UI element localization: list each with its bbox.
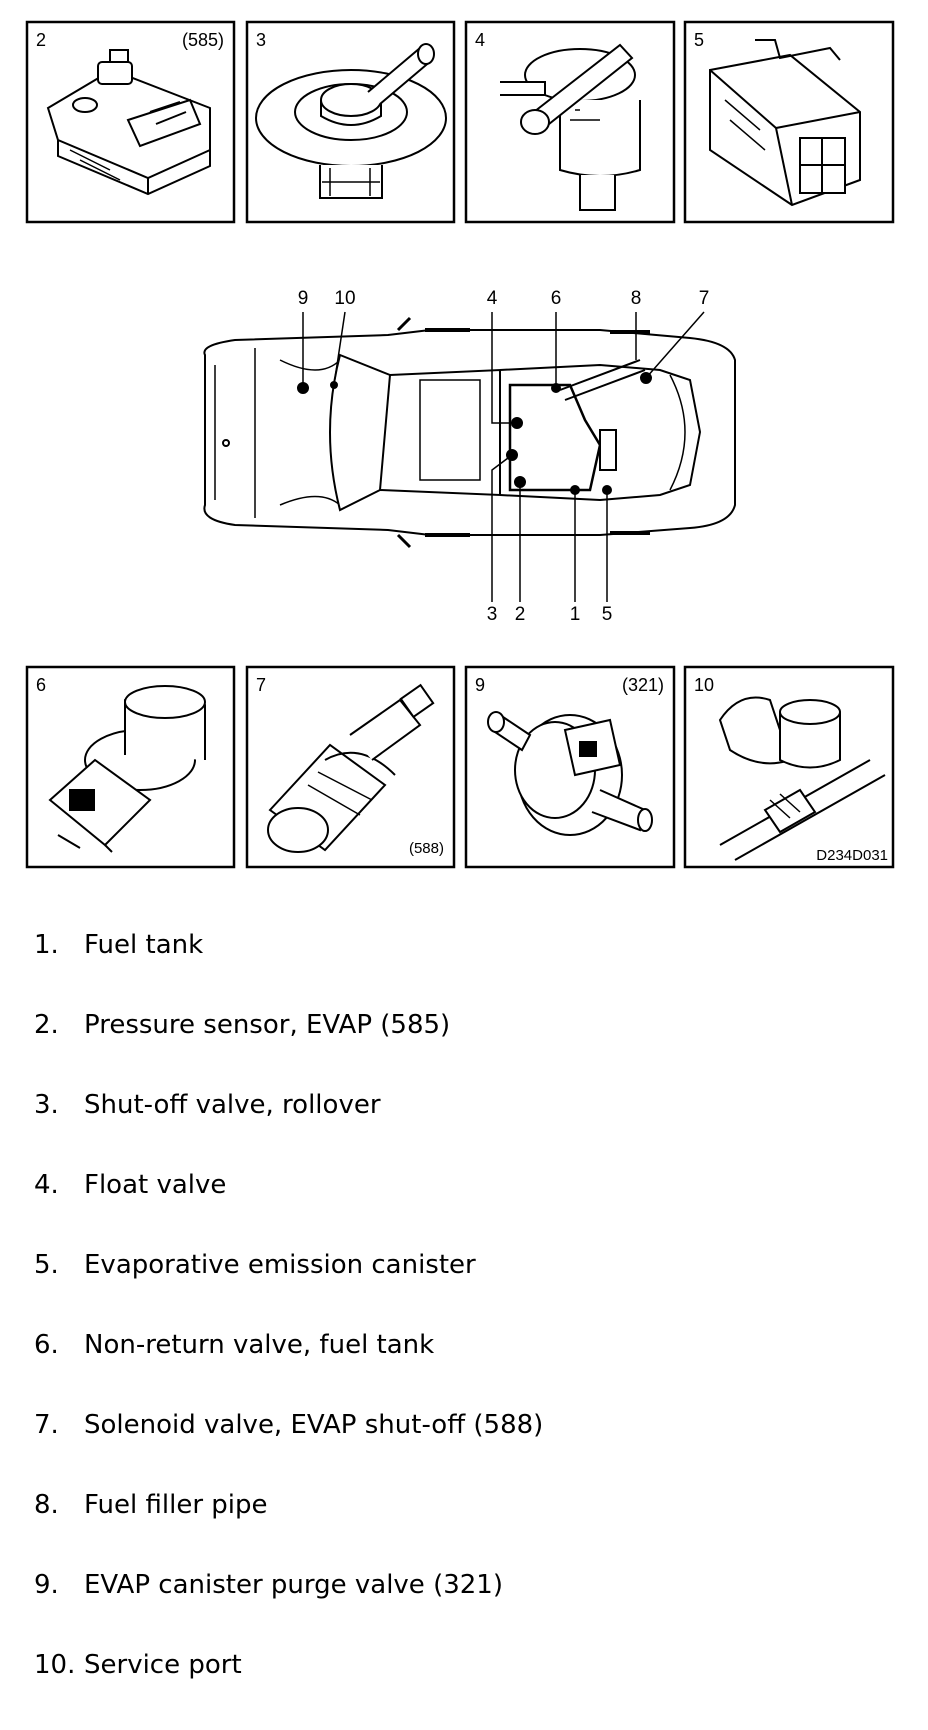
legend-item: 2. Pressure sensor, EVAP (585): [34, 1010, 543, 1090]
legend-number: 8.: [34, 1490, 59, 1520]
pressure-sensor-illustration: [46, 49, 211, 196]
panel-code: (588): [409, 840, 444, 857]
panel-number: 6: [36, 675, 46, 695]
panel-number: 10: [694, 675, 714, 695]
legend-item: 9. EVAP canister purge valve (321): [34, 1570, 543, 1650]
legend-text: EVAP canister purge valve (321): [84, 1570, 503, 1600]
float-valve-illustration: [500, 43, 641, 211]
callout-number: 1: [570, 604, 581, 625]
legend-number: 9.: [34, 1570, 59, 1600]
callout-number: 8: [631, 288, 642, 309]
panel-rollover-valve: 3: [245, 20, 456, 224]
legend-item: 6. Non-return valve, fuel tank: [34, 1330, 543, 1410]
panel-code: (321): [622, 675, 664, 695]
car-top-view: [203, 316, 736, 549]
panel-number: 2: [36, 30, 46, 50]
legend-item: 7. Solenoid valve, EVAP shut-off (588): [34, 1410, 543, 1490]
panel-number: 7: [256, 675, 266, 695]
callout-number: 6: [551, 288, 562, 309]
panel-number: 4: [475, 30, 485, 50]
callout-number: 3: [487, 604, 498, 625]
leader-lines: [302, 311, 705, 602]
panel-number: 5: [694, 30, 704, 50]
rollover-valve-illustration: [255, 43, 447, 199]
evap-system-diagram: 2 (585) 3 4: [25, 20, 895, 869]
panel-number: 9: [475, 675, 485, 695]
legend-number: 4.: [34, 1170, 59, 1200]
callout-number: 7: [699, 288, 710, 309]
drawing-id: D234D031: [816, 847, 888, 864]
callouts-top: 9 10 4 6 8 7: [298, 288, 710, 309]
legend-text: Fuel tank: [84, 930, 204, 960]
legend-number: 3.: [34, 1090, 59, 1120]
legend-text: Non-return valve, fuel tank: [84, 1330, 435, 1360]
legend-number: 7.: [34, 1410, 59, 1440]
panel-service-port: 10 D234D031: [683, 665, 895, 869]
purge-valve-illustration: [487, 711, 653, 836]
panel-float-valve: 4: [464, 20, 676, 224]
legend-text: Fuel filler pipe: [84, 1490, 268, 1520]
legend-number: 2.: [34, 1010, 59, 1040]
legend-number: 1.: [34, 930, 59, 960]
non-return-valve-illustration: [48, 685, 206, 853]
legend-text: Float valve: [84, 1170, 227, 1200]
legend-list: 1. Fuel tank 2. Pressure sensor, EVAP (585…: [34, 930, 543, 1730]
callout-number: 4: [487, 288, 498, 309]
legend-item: 3. Shut-off valve, rollover: [34, 1090, 543, 1170]
legend-item: 10. Service port: [34, 1650, 543, 1730]
panel-number: 3: [256, 30, 266, 50]
legend-text: Service port: [84, 1650, 242, 1680]
service-port-illustration: [718, 696, 886, 861]
panel-pressure-sensor: 2 (585): [25, 20, 236, 224]
panel-solenoid-valve: 7 (588): [245, 665, 456, 869]
callouts-bottom: 3 2 1 5: [487, 604, 613, 625]
legend-item: 4. Float valve: [34, 1170, 543, 1250]
legend-text: Evaporative emission canister: [84, 1250, 476, 1280]
legend-number: 10.: [34, 1650, 76, 1680]
evap-canister-illustration: [709, 39, 861, 207]
callout-number: 2: [515, 604, 526, 625]
solenoid-valve-illustration: [267, 683, 435, 853]
panel-purge-valve: 9 (321): [464, 665, 676, 869]
callout-number: 9: [298, 288, 309, 309]
panel-code: (585): [182, 30, 224, 50]
legend-item: 5. Evaporative emission canister: [34, 1250, 543, 1330]
legend-text: Pressure sensor, EVAP (585): [84, 1010, 451, 1040]
legend-item: 8. Fuel filler pipe: [34, 1490, 543, 1570]
legend-number: 6.: [34, 1330, 59, 1360]
legend-item: 1. Fuel tank: [34, 930, 543, 1010]
legend-number: 5.: [34, 1250, 59, 1280]
callout-number: 5: [602, 604, 613, 625]
legend-text: Shut-off valve, rollover: [84, 1090, 381, 1120]
panel-evap-canister: 5: [683, 20, 895, 224]
callout-number: 10: [334, 288, 355, 309]
panel-non-return-valve: 6: [25, 665, 236, 869]
legend-text: Solenoid valve, EVAP shut-off (588): [84, 1410, 544, 1440]
